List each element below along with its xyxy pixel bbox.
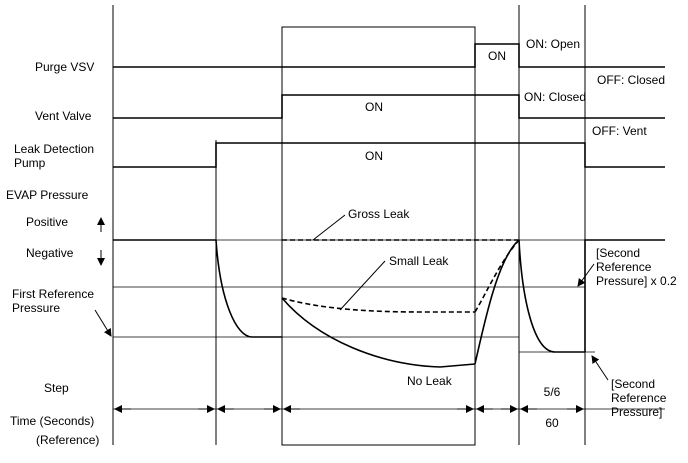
second-ref-x02-line-2: Reference <box>596 260 652 274</box>
curve-labels: Gross Leak Small Leak No Leak <box>348 207 453 388</box>
label-reference: (Reference) <box>36 433 99 447</box>
no-leak-label: No Leak <box>407 374 453 388</box>
purge-on-label: ON <box>488 49 506 63</box>
second-pump-down-curve <box>518 239 585 353</box>
evap-pressure-curves <box>113 239 665 368</box>
purge-vsv-trace <box>113 43 665 68</box>
signal-traces <box>113 43 665 168</box>
label-step: Step <box>44 381 69 395</box>
first-pump-down-curve <box>215 239 282 338</box>
return-to-atmosphere <box>584 239 665 352</box>
second-ref-x02-line-3: Pressure] x 0.2 <box>596 274 677 288</box>
second-ref-x02-annotation: [Second Reference Pressure] x 0.2 <box>596 246 677 288</box>
pump-trace <box>113 142 665 168</box>
second-ref-line-1: [Second <box>611 377 655 391</box>
label-negative: Negative <box>26 246 74 260</box>
label-first-ref-2: Pressure <box>12 301 60 315</box>
purge-off-closed-label: OFF: Closed <box>597 73 665 87</box>
vent-valve-trace <box>113 94 665 119</box>
purge-on-open-label: ON: Open <box>526 37 580 51</box>
gross-leak-leader <box>312 214 346 241</box>
label-positive: Positive <box>26 215 68 229</box>
label-leak-pump-1: Leak Detection <box>14 142 94 156</box>
small-leak-recovery-curve <box>474 239 520 313</box>
vent-off-vent-label: OFF: Vent <box>592 124 647 138</box>
leader-lines <box>94 214 609 381</box>
vent-on-label: ON <box>365 100 383 114</box>
second-ref-line-3: Pressure] <box>611 405 662 419</box>
label-purge-vsv: Purge VSV <box>35 60 94 74</box>
small-leak-leader <box>339 260 386 311</box>
phase-3-box <box>281 26 476 446</box>
pump-on-label: ON <box>365 149 383 163</box>
label-first-ref-1: First Reference <box>12 287 94 301</box>
recovery-curve <box>474 239 520 365</box>
small-leak-label: Small Leak <box>389 254 449 268</box>
time-value: 60 <box>545 416 559 430</box>
second-ref-line-2: Reference <box>611 391 667 405</box>
gross-leak-label: Gross Leak <box>348 207 410 221</box>
second-ref-annotation: [Second Reference Pressure] <box>611 377 667 419</box>
small-leak-curve <box>281 297 475 313</box>
row-labels: Purge VSV Vent Valve Leak Detection Pump… <box>6 60 99 447</box>
second-ref-x02-arrow <box>577 263 595 287</box>
label-time: Time (Seconds) <box>10 414 94 428</box>
leak-curves-dashed <box>281 239 520 313</box>
state-labels: ON ON: Open OFF: Closed ON ON: Closed OF… <box>365 37 665 163</box>
label-leak-pump-2: Pump <box>14 156 46 170</box>
vent-on-closed-label: ON: Closed <box>524 90 586 104</box>
phase-boundaries <box>112 5 586 446</box>
second-ref-arrow <box>591 355 609 381</box>
label-evap-pressure: EVAP Pressure <box>6 188 89 202</box>
first-ref-arrow <box>94 309 112 337</box>
step-value: 5/6 <box>544 385 561 399</box>
second-ref-x02-line-1: [Second <box>596 246 640 260</box>
label-vent-valve: Vent Valve <box>35 109 92 123</box>
no-leak-curve <box>281 297 476 368</box>
